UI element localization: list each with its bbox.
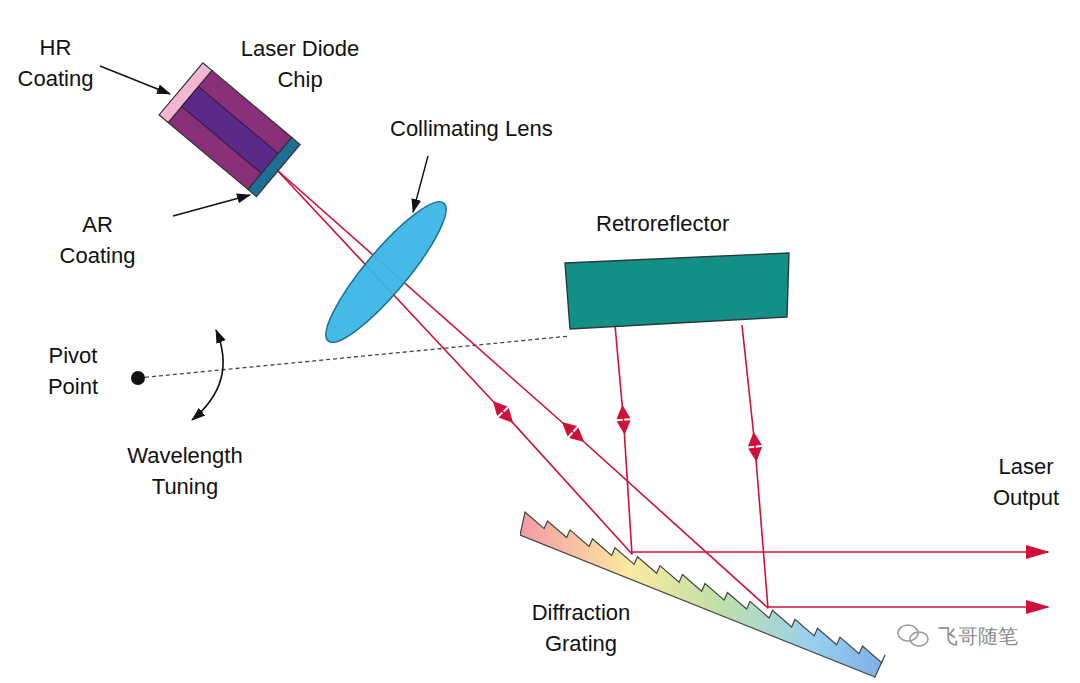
retroreflector: Retroreflector bbox=[562, 207, 792, 331]
node-label: Diffraction Grating bbox=[516, 597, 646, 659]
leader-arrow bbox=[100, 66, 170, 94]
leader-arrow bbox=[173, 195, 250, 216]
part-label: Wavelength Tuning bbox=[110, 440, 260, 502]
diffraction-grating: Diffraction Grating bbox=[520, 505, 892, 680]
part-label: HR Coating bbox=[8, 32, 103, 94]
collimating-lens bbox=[312, 190, 460, 355]
pivot-dot bbox=[131, 371, 145, 385]
laser-beam bbox=[277, 170, 632, 554]
part-label: Laser Output bbox=[975, 451, 1077, 513]
part-label: Laser Diode Chip bbox=[235, 33, 365, 95]
laser-beam bbox=[277, 170, 768, 608]
watermark: 飞哥随笔 bbox=[938, 621, 1018, 652]
part-label: AR Coating bbox=[50, 209, 145, 271]
node-label: Retroreflector bbox=[596, 208, 729, 239]
retroreflector-block bbox=[565, 253, 789, 329]
laser-beam bbox=[742, 325, 768, 609]
tuning-arrow bbox=[192, 330, 223, 420]
laser-beam bbox=[615, 325, 632, 555]
part-label: Collimating Lens bbox=[390, 113, 553, 144]
wechat-icon bbox=[898, 625, 928, 646]
leader-arrow bbox=[413, 156, 428, 212]
part-label: Pivot Point bbox=[32, 340, 114, 402]
output-beam bbox=[632, 551, 1048, 553]
output-beam bbox=[768, 606, 1048, 608]
